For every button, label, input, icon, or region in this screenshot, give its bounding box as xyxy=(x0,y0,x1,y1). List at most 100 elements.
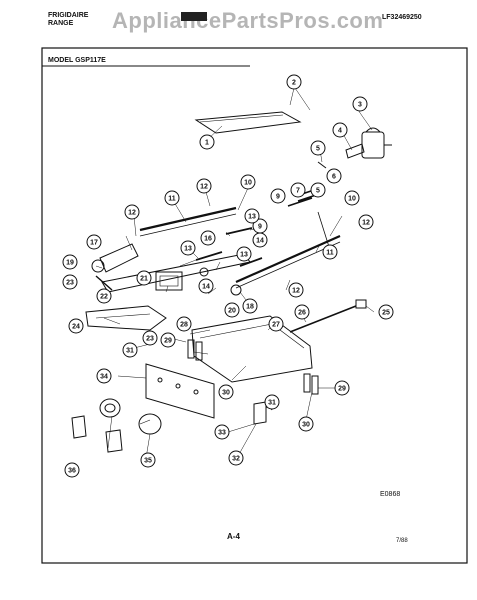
callout-circle xyxy=(122,342,138,358)
part-left-valve xyxy=(99,243,139,273)
callout-label: 12 xyxy=(128,210,136,217)
part-bracket xyxy=(85,305,167,331)
callout-label: 34 xyxy=(100,374,108,381)
callout-label: 27 xyxy=(272,322,280,329)
part-gas-line xyxy=(317,211,331,251)
callout-c26: 26 xyxy=(294,304,310,320)
callout-circle xyxy=(142,330,158,346)
callout-circle xyxy=(298,416,314,432)
callout-c18: 18 xyxy=(242,298,258,314)
callout-label: 28 xyxy=(180,322,188,329)
callout-c23a: 23 xyxy=(62,274,78,290)
callout-c12b: 12 xyxy=(124,204,140,220)
callout-label: 24 xyxy=(72,324,80,331)
callout-label: 11 xyxy=(326,250,334,257)
callout-circle xyxy=(62,274,78,290)
callout-label: 36 xyxy=(68,468,76,475)
callout-circle xyxy=(96,288,112,304)
callout-circle xyxy=(62,254,78,270)
callout-label: 14 xyxy=(202,284,210,291)
callout-label: 19 xyxy=(66,260,74,267)
part-control-housing xyxy=(191,315,313,383)
callout-circle xyxy=(214,424,230,440)
part-knob-rear xyxy=(138,413,162,435)
callout-label: 30 xyxy=(222,390,230,397)
callout-label: 1 xyxy=(205,140,209,147)
page-number: A-4 xyxy=(227,532,240,541)
callout-label: 14 xyxy=(256,238,264,245)
callout-circle xyxy=(344,190,360,206)
callout-circle xyxy=(352,96,368,112)
part-switch-left xyxy=(187,339,195,359)
leader-lines xyxy=(95,87,375,459)
callout-c30b: 30 xyxy=(298,416,314,432)
part-fitting xyxy=(345,143,365,159)
callout-label: 32 xyxy=(232,456,240,463)
callout-label: 29 xyxy=(338,386,346,393)
callout-circle xyxy=(176,316,192,332)
callout-circle xyxy=(334,380,350,396)
callout-label: 20 xyxy=(228,308,236,315)
callout-label: 9 xyxy=(276,194,280,201)
callout-c29a: 29 xyxy=(160,332,176,348)
callout-label: 16 xyxy=(204,236,212,243)
callout-circle xyxy=(96,368,112,384)
callout-c17: 17 xyxy=(86,234,102,250)
callout-label: 25 xyxy=(382,310,390,317)
callout-circle xyxy=(286,74,302,90)
callout-circle xyxy=(252,232,268,248)
callout-c25: 25 xyxy=(378,304,394,320)
callout-c19: 19 xyxy=(62,254,78,270)
product-type: RANGE xyxy=(48,20,74,27)
diagram-code: E0868 xyxy=(380,491,401,498)
callout-circle xyxy=(244,208,260,224)
callout-label: 9 xyxy=(258,224,262,231)
callout-label: 29 xyxy=(164,338,172,345)
callout-label: 11 xyxy=(168,196,176,203)
callout-circle xyxy=(236,246,252,262)
callout-label: 31 xyxy=(126,348,134,355)
callout-label: 22 xyxy=(100,294,108,301)
callout-label: 17 xyxy=(90,240,98,247)
callout-circle xyxy=(164,190,180,206)
callout-label: 13 xyxy=(240,252,248,259)
callout-label: 2 xyxy=(292,80,296,87)
callout-c5b: 5 xyxy=(310,182,326,198)
parts-drawing xyxy=(71,87,392,459)
part-screws xyxy=(317,161,327,169)
callout-c36: 36 xyxy=(64,462,80,478)
callout-c2: 2 xyxy=(286,74,302,90)
model-label: MODEL GSP117E xyxy=(48,57,106,64)
callout-circle xyxy=(228,450,244,466)
callout-c22: 22 xyxy=(96,288,112,304)
callout-label: 23 xyxy=(66,280,74,287)
callout-c27: 27 xyxy=(268,316,284,332)
callout-c29b: 29 xyxy=(334,380,350,396)
callout-c7: 7 xyxy=(290,182,306,198)
part-ignition-module xyxy=(155,271,183,291)
callout-circle xyxy=(200,230,216,246)
callout-c6: 6 xyxy=(326,168,342,184)
callout-circle xyxy=(198,278,214,294)
part-thermostat-probe xyxy=(289,305,357,333)
callout-c11b: 11 xyxy=(322,244,338,260)
part-switch-right xyxy=(303,373,311,393)
callout-label: 7 xyxy=(296,188,300,195)
callout-circle xyxy=(332,122,348,138)
callout-label: 26 xyxy=(298,310,306,317)
part-manifold-tube xyxy=(139,206,237,232)
callout-label: 12 xyxy=(292,288,300,295)
callout-circle xyxy=(64,462,80,478)
callout-circle xyxy=(136,270,152,286)
part-knob-insert xyxy=(71,415,87,439)
callout-label: 18 xyxy=(246,304,254,311)
callout-circle xyxy=(199,134,215,150)
part-control-panel xyxy=(145,363,215,419)
callout-label: 35 xyxy=(144,458,152,465)
callout-circle xyxy=(86,234,102,250)
callout-c12d: 12 xyxy=(288,282,304,298)
callout-c20: 20 xyxy=(224,302,240,318)
callout-label: 33 xyxy=(218,430,226,437)
